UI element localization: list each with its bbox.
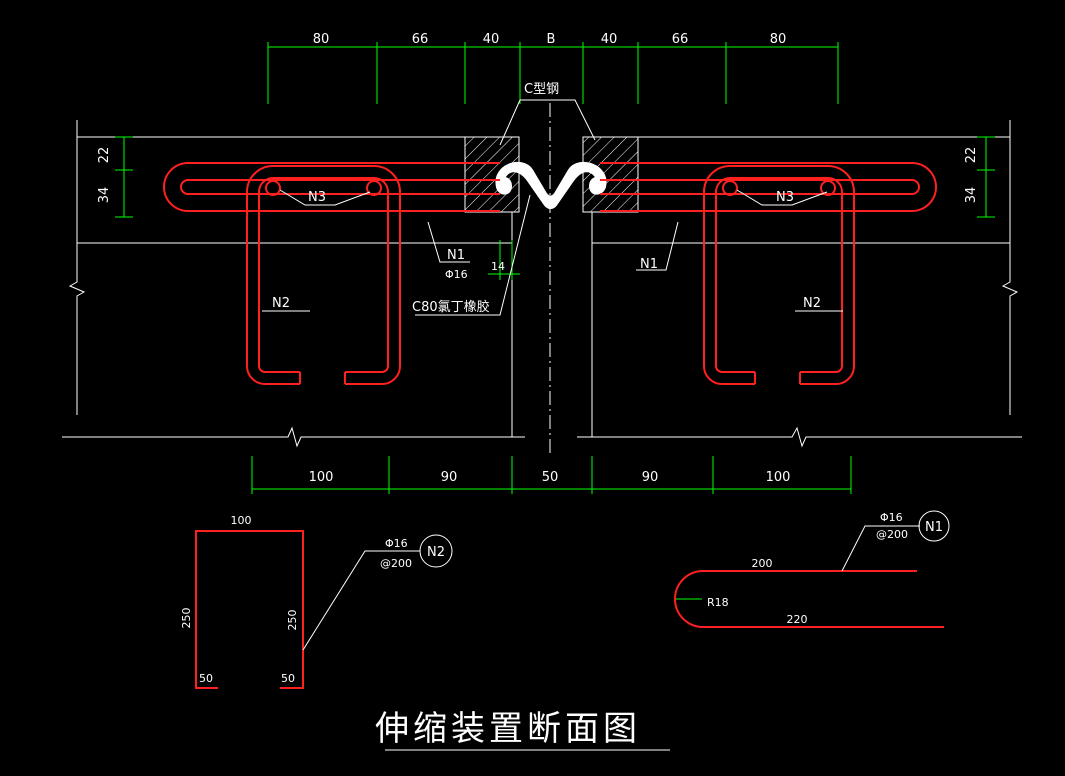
top-dim-b: B — [547, 32, 556, 47]
left-rebar-n1 — [163, 162, 500, 212]
top-dim-6: 66 — [672, 32, 689, 47]
n1-label-right: N1 — [640, 257, 658, 272]
detail-n1-tag: N1 — [925, 520, 943, 535]
n1-dia-label: Φ16 — [445, 268, 468, 281]
detail-n1: 200 220 R18 Φ16 @200 N1 — [674, 510, 950, 628]
right-dim-22: 22 — [964, 147, 979, 164]
detail-n2-tag: N2 — [427, 545, 445, 560]
right-rebar-n2 — [703, 165, 855, 385]
left-rebar-n2 — [246, 165, 401, 385]
c-steel-left — [464, 136, 520, 213]
n2-label-left: N2 — [272, 296, 290, 311]
rubber-label: C80氯丁橡胶 — [412, 299, 490, 315]
right-rebar-n1 — [600, 162, 937, 212]
drawing-title-block: 伸缩装置断面图 — [375, 709, 670, 751]
top-dim-7: 80 — [770, 32, 787, 47]
bottom-dim-4: 90 — [642, 470, 659, 485]
bottom-dim-3: 50 — [542, 470, 559, 485]
detail-n2-left: 250 — [180, 608, 193, 629]
detail-n2-foot-right: 50 — [281, 672, 295, 685]
n3-label-right: N3 — [776, 190, 794, 205]
detail-n2-foot-left: 50 — [199, 672, 213, 685]
left-side-dimension: 22 34 — [97, 136, 133, 218]
detail-n2-spec1: Φ16 — [385, 537, 408, 550]
left-dim-22: 22 — [97, 147, 112, 164]
top-dim-3: 40 — [483, 32, 500, 47]
n3-label-left: N3 — [308, 190, 326, 205]
n2-label-right: N2 — [803, 296, 821, 311]
bottom-dim-5: 100 — [766, 470, 791, 485]
bottom-dimension-chain: 100 90 50 90 100 — [251, 456, 852, 494]
structure-outline — [62, 103, 1022, 455]
detail-n1-spec2: @200 — [876, 528, 908, 541]
gap-dim-14: 14 — [491, 260, 505, 273]
top-dimension-chain: 80 66 40 B 40 66 80 — [267, 32, 839, 104]
n1-label-left: N1 — [447, 248, 465, 263]
detail-n1-radius: R18 — [707, 596, 729, 609]
right-dim-34: 34 — [964, 187, 979, 204]
bottom-dim-2: 90 — [441, 470, 458, 485]
detail-n1-spec1: Φ16 — [880, 511, 903, 524]
detail-n2-spec2: @200 — [380, 557, 412, 570]
top-dim-1: 80 — [313, 32, 330, 47]
detail-n2: 100 250 250 50 50 Φ16 @200 N2 — [180, 514, 453, 689]
drawing-title: 伸缩装置断面图 — [375, 709, 641, 749]
left-dim-34: 34 — [97, 187, 112, 204]
c-steel-right — [582, 136, 639, 213]
c-steel-label: C型钢 — [524, 82, 559, 97]
detail-n2-right: 250 — [286, 610, 299, 631]
right-rebar-n3 — [722, 180, 836, 196]
left-rebar-n3 — [265, 180, 382, 196]
bottom-dim-1: 100 — [309, 470, 334, 485]
detail-n2-top: 100 — [231, 514, 252, 527]
right-side-dimension: 22 34 — [964, 136, 995, 218]
top-dim-5: 40 — [601, 32, 618, 47]
detail-n1-top: 200 — [752, 557, 773, 570]
section-labels: C型钢 N3 N3 N1 Φ16 N1 14 C80氯丁橡胶 N2 N2 — [262, 82, 843, 316]
rubber-seal — [495, 161, 607, 209]
top-dim-2: 66 — [412, 32, 429, 47]
detail-n1-bottom: 220 — [787, 613, 808, 626]
